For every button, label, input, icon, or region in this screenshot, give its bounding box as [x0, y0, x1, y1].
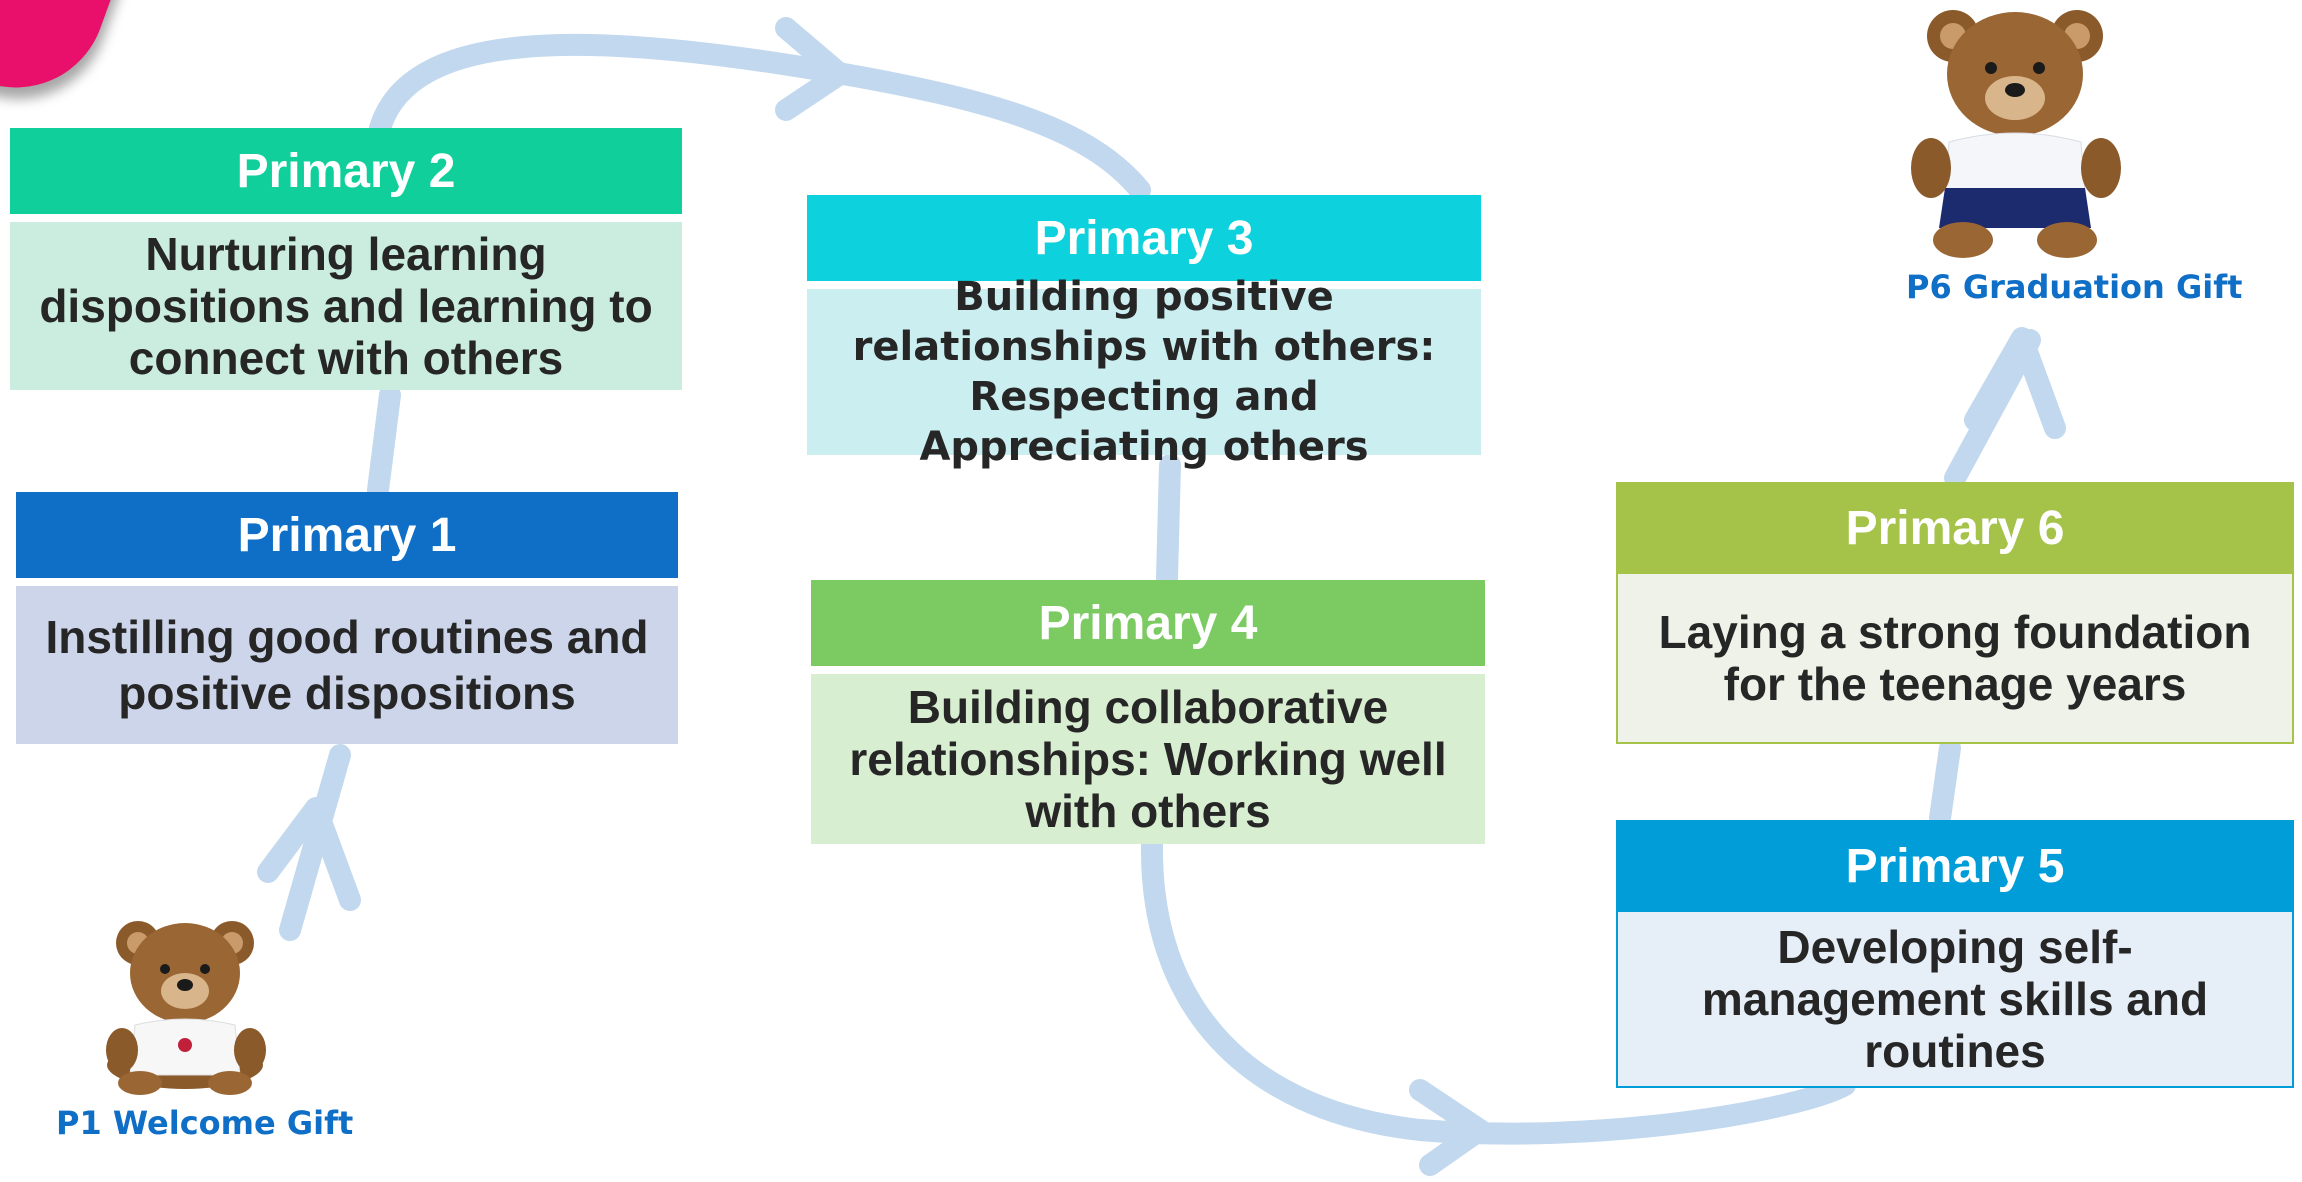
- graduation-gift-caption: P6 Graduation Gift: [1906, 268, 2243, 306]
- welcome-gift-caption: P1 Welcome Gift: [56, 1104, 354, 1142]
- stage-description: Instilling good routines and positive di…: [16, 586, 678, 744]
- path-p4-p5-curve: [1140, 834, 1856, 1145]
- stage-card-primary-4: Primary 4 Building collaborative relatio…: [811, 580, 1485, 844]
- stage-description: Developing self-management skills and ro…: [1616, 912, 2294, 1088]
- stage-title: Primary 2: [10, 128, 682, 214]
- path-p1-p2-segment: [367, 384, 401, 501]
- welcome-teddy-bear-icon: [106, 921, 266, 1095]
- stage-card-primary-2: Primary 2 Nurturing learning disposition…: [10, 128, 682, 390]
- stage-card-primary-1: Primary 1 Instilling good routines and p…: [16, 492, 678, 744]
- path-p3-p4-segment: [1156, 454, 1181, 589]
- stage-title: Primary 1: [16, 492, 678, 578]
- stage-title: Primary 4: [811, 580, 1485, 666]
- path-start-arrowhead: [257, 797, 361, 911]
- path-p2-p3-arrowhead: [775, 17, 851, 121]
- path-p2-p3-curve: [369, 33, 1151, 201]
- stage-title: Primary 3: [807, 195, 1481, 281]
- graduation-teddy-bear-icon: [1911, 10, 2121, 258]
- stage-title: Primary 5: [1616, 820, 2294, 912]
- stage-description: Building positive relationships with oth…: [807, 274, 1481, 470]
- path-p4-p5-arrowhead: [1409, 1079, 1491, 1176]
- path-p5-p6-segment: [1929, 737, 1961, 829]
- path-end-arrowhead: [1964, 327, 2066, 439]
- stage-card-primary-5: Primary 5 Developing self-management ski…: [1616, 820, 2294, 1088]
- stage-description: Laying a strong foundation for the teena…: [1616, 574, 2294, 744]
- stage-card-primary-6: Primary 6 Laying a strong foundation for…: [1616, 482, 2294, 744]
- stage-description: Building collaborative relationships: Wo…: [811, 674, 1485, 844]
- stage-title: Primary 6: [1616, 482, 2294, 574]
- stage-description: Nurturing learning dispositions and lear…: [10, 222, 682, 390]
- stage-card-primary-3: Primary 3 Building positive relationship…: [807, 195, 1481, 470]
- path-start-segment: [279, 744, 351, 941]
